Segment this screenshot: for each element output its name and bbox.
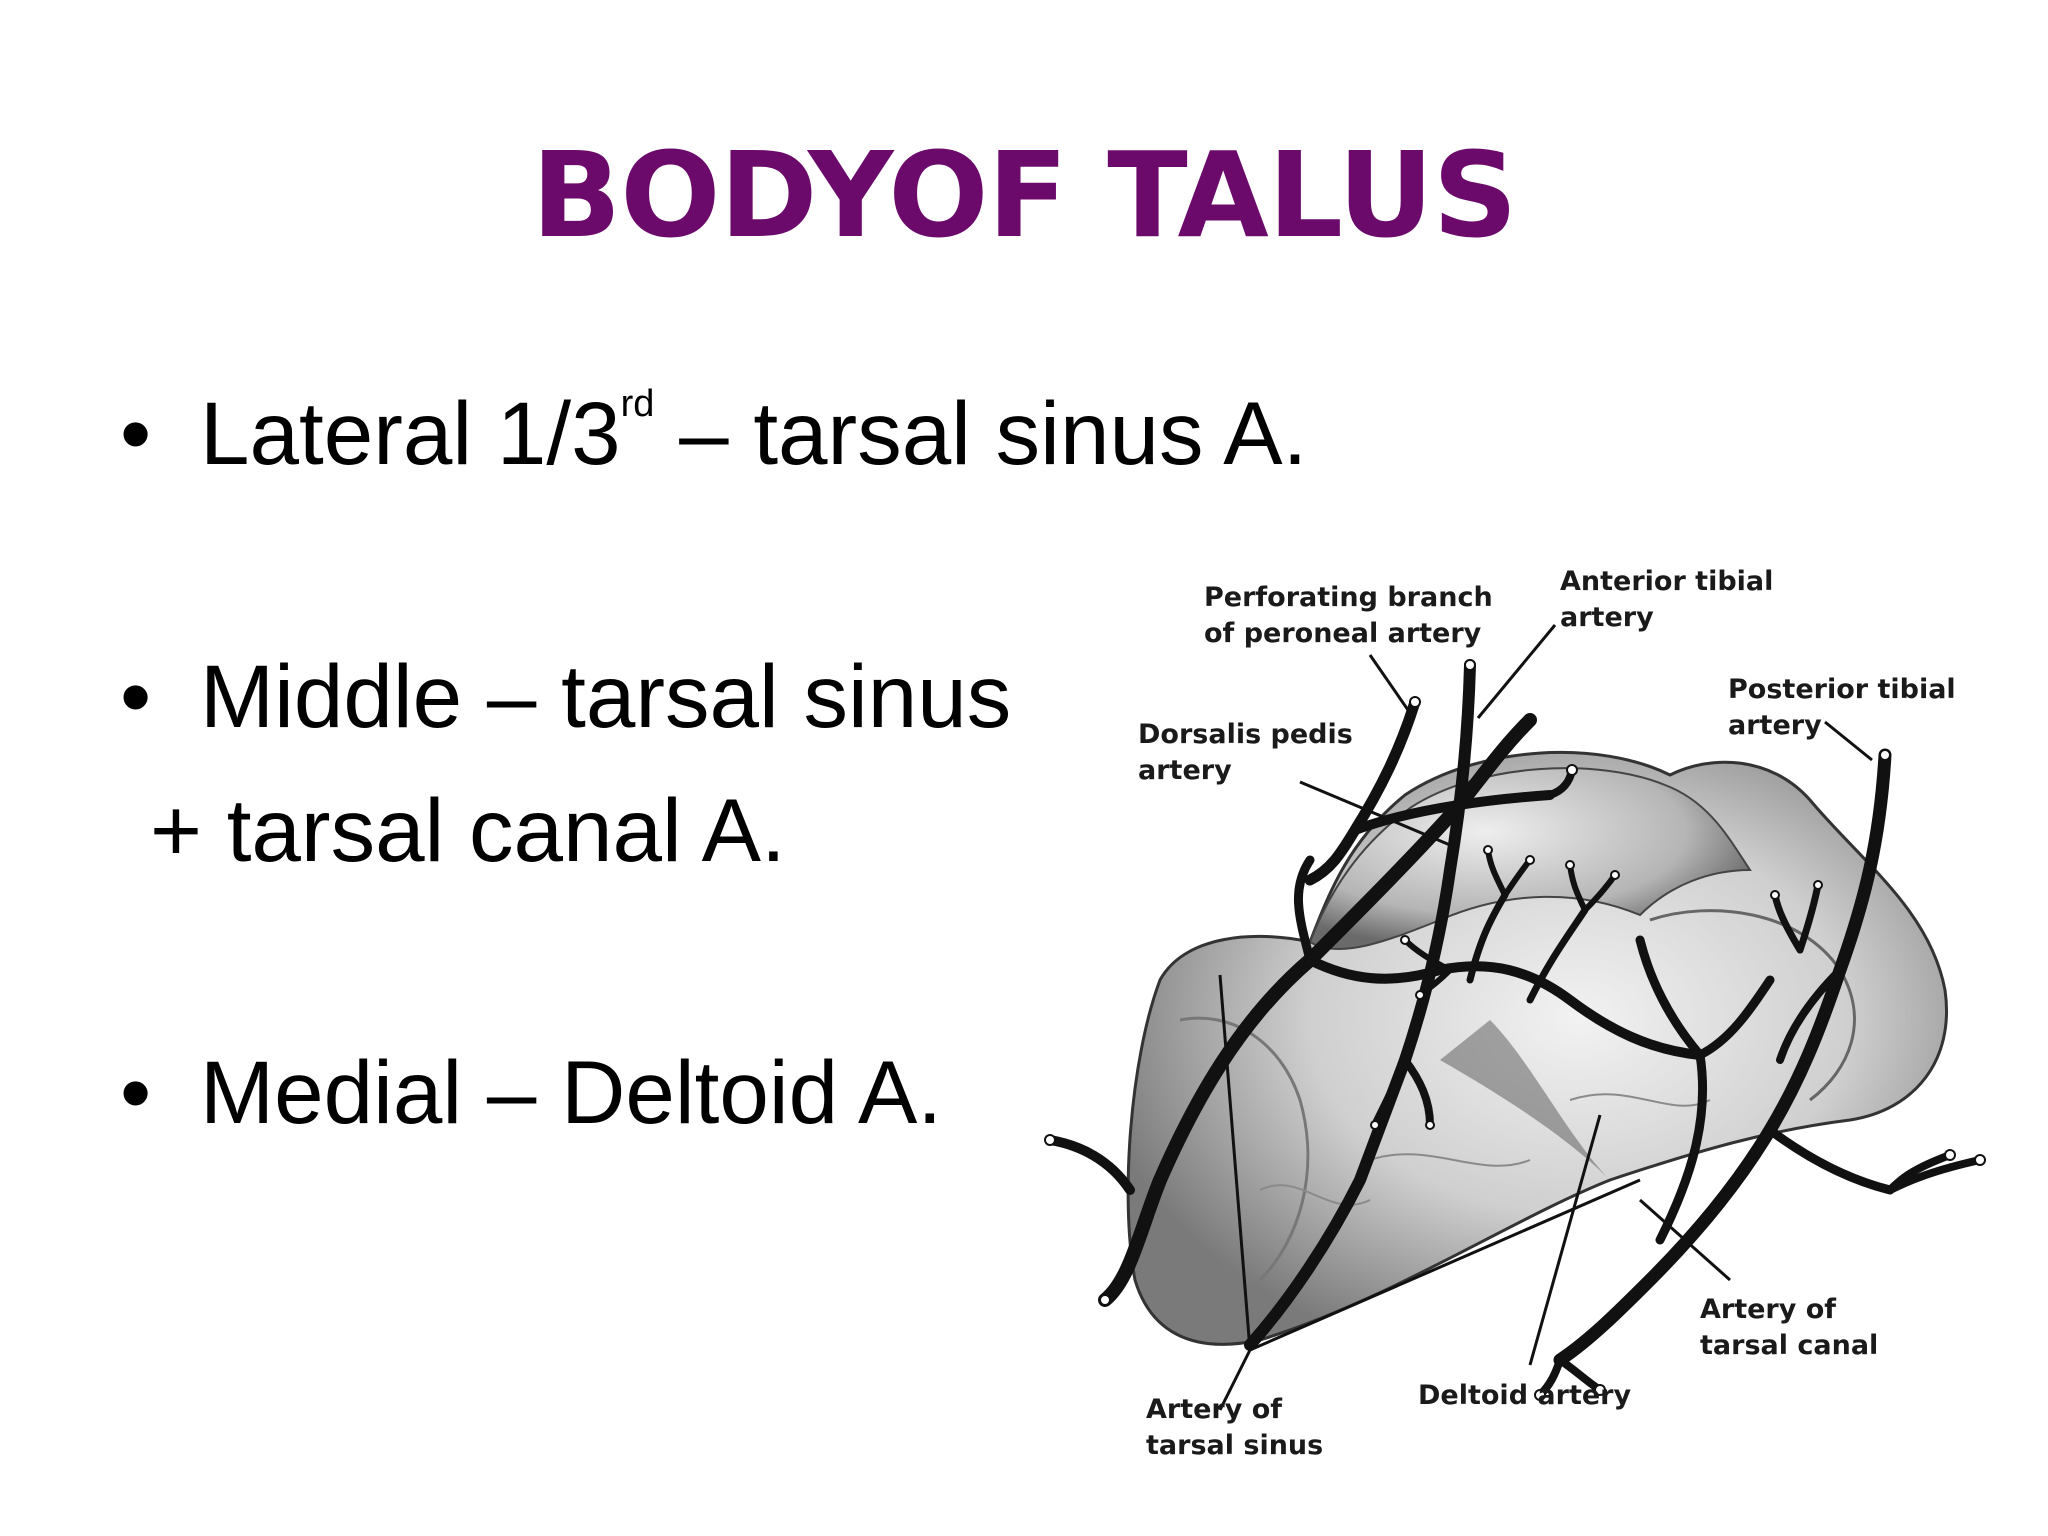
label-posterior-tibial-2: artery xyxy=(1728,710,1822,741)
figure-labels: Perforating branch of peroneal artery An… xyxy=(1138,566,1956,1461)
label-tarsal-sinus-1: Artery of xyxy=(1146,1394,1282,1425)
talus-head-contour xyxy=(1179,1016,1310,1282)
label-tarsal-canal-2: tarsal canal xyxy=(1700,1330,1878,1361)
bullet-lateral-text-end: – tarsal sinus A. xyxy=(654,383,1308,483)
label-perforating-2: of peroneal artery xyxy=(1204,618,1482,649)
bullet-marker: • xyxy=(120,646,152,746)
bullet-lateral: •Lateral 1/3rd – tarsal sinus A. xyxy=(120,385,1307,478)
label-posterior-tibial-1: Posterior tibial xyxy=(1728,674,1956,705)
bullet-medial-text: Medial – Deltoid A. xyxy=(200,1042,943,1142)
label-anterior-tibial-2: artery xyxy=(1560,602,1654,633)
label-anterior-tibial-1: Anterior tibial xyxy=(1560,566,1773,597)
label-dorsalis-pedis-2: artery xyxy=(1138,755,1232,786)
vessel-endpoints xyxy=(1044,659,1986,1401)
talus-texture xyxy=(1259,1093,1711,1206)
bullet-middle: •Middle – tarsal sinus xyxy=(120,652,1011,741)
leader-lines xyxy=(1218,624,1873,1411)
bullet-medial: •Medial – Deltoid A. xyxy=(120,1048,942,1137)
label-perforating-1: Perforating branch xyxy=(1204,582,1493,613)
label-dorsalis-pedis-1: Dorsalis pedis xyxy=(1138,719,1353,750)
talus-artery-illustration: Perforating branch of peroneal artery An… xyxy=(1010,540,2020,1480)
slide-title: BODYOF TALUS xyxy=(531,126,1517,264)
talus-illustration-svg: Perforating branch of peroneal artery An… xyxy=(1044,566,1986,1461)
arteries xyxy=(1045,659,1984,1399)
label-deltoid: Deltoid artery xyxy=(1418,1380,1631,1411)
talus-neck-shadow xyxy=(1440,1020,1610,1180)
bullet-marker: • xyxy=(120,383,152,483)
bullet-marker: • xyxy=(120,1042,152,1142)
label-tarsal-sinus-2: tarsal sinus xyxy=(1146,1430,1323,1461)
label-tarsal-canal-1: Artery of xyxy=(1700,1294,1836,1325)
bullet-middle-text: Middle – tarsal sinus xyxy=(200,646,1012,746)
bullet-middle-continuation: + tarsal canal A. xyxy=(150,780,786,880)
superscript-rd: rd xyxy=(620,383,655,425)
bullet-lateral-text: Lateral 1/3 xyxy=(200,383,621,483)
